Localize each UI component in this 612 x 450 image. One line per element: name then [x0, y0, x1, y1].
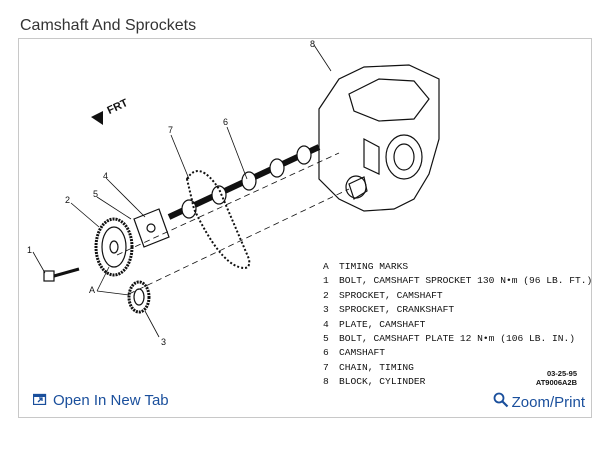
diagram-svg — [32, 44, 440, 338]
stamp-code: AT9006A2B — [535, 378, 577, 387]
open-in-new-tab-label: Open In New Tab — [53, 392, 169, 409]
callout-8: 8 — [310, 39, 316, 49]
figure-stamp: 03-25-95 AT9006A2B — [536, 369, 577, 387]
page-title: Camshaft And Sprockets — [20, 17, 197, 34]
zoom-print-label: Zoom/Print — [511, 393, 585, 411]
stamp-date: 03-25-95 — [546, 369, 577, 378]
new-tab-icon — [32, 392, 47, 409]
cylinder-block — [318, 64, 440, 212]
callout-3: 3 — [161, 337, 167, 347]
front-arrow-icon — [91, 111, 103, 125]
callout-5: 5 — [93, 189, 99, 199]
sprocket-bolt — [43, 267, 80, 282]
timing-chain — [185, 170, 251, 269]
open-in-new-tab-link[interactable]: Open In New Tab — [32, 392, 169, 409]
callout-2: 2 — [65, 195, 71, 205]
camshaft-plate — [133, 208, 170, 248]
callout-a: A — [89, 285, 96, 295]
magnifier-icon — [493, 392, 509, 412]
zoom-print-link[interactable]: Zoom/Print — [493, 392, 585, 412]
callout-4: 4 — [103, 171, 109, 181]
camshaft-sprocket — [94, 217, 134, 277]
callout-1: 1 — [27, 245, 33, 255]
crankshaft-sprocket — [127, 280, 151, 314]
figure-footer: Open In New Tab Zoom/Print — [19, 385, 591, 417]
callout-7: 7 — [168, 125, 174, 135]
camshaft — [167, 144, 321, 220]
callout-6: 6 — [223, 117, 229, 127]
